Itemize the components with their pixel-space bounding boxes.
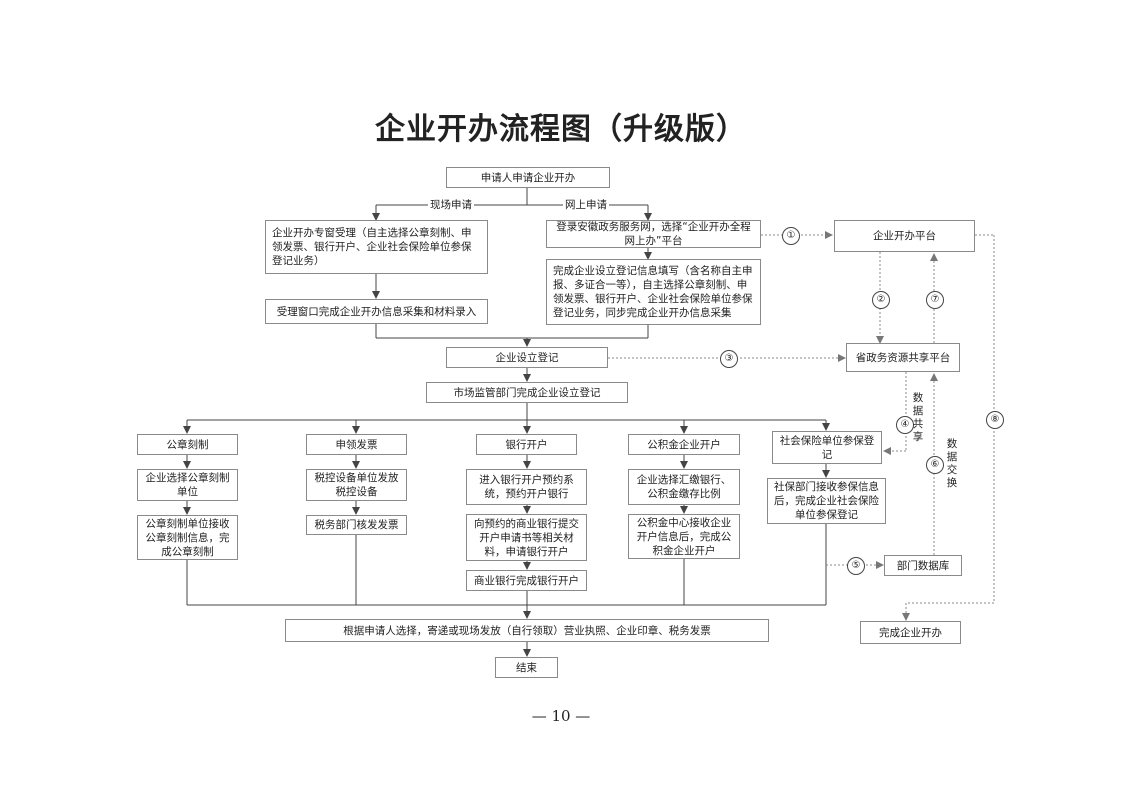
onsite-accept-node: 企业开办专窗受理（自主选择公章刻制、申领发票、银行开户、企业社会保险单位参保登记… xyxy=(265,220,488,274)
online-login-node: 登录安徽政务服务网，选择“企业开办全程网上办”平台 xyxy=(546,220,761,248)
onsite-apply-label: 现场申请 xyxy=(428,199,474,211)
bank-step3-node: 商业银行完成银行开户 xyxy=(466,570,587,591)
invoice-header-node: 申领发票 xyxy=(306,434,407,455)
step-circle-5: ⑤ xyxy=(847,557,865,575)
step-circle-4: ④ xyxy=(896,416,914,434)
register-node: 企业设立登记 xyxy=(446,347,608,368)
fund-step2-node: 公积金中心接收企业开户信息后，完成公积金企业开户 xyxy=(628,514,740,559)
step-circle-3: ③ xyxy=(720,350,738,368)
bank-step2-node: 向预约的商业银行提交开户申请书等相关材料，申请银行开户 xyxy=(466,514,587,561)
invoice-step1-node: 税控设备单位发放税控设备 xyxy=(306,469,407,501)
step-circle-8: ⑧ xyxy=(986,411,1004,429)
online-apply-label: 网上申请 xyxy=(563,199,609,211)
social-step1-node: 社保部门接收参保信息后，完成企业社会保险单位参保登记 xyxy=(767,478,886,524)
page-title: 企业开办流程图（升级版） xyxy=(375,112,747,147)
share-platform-node: 省政务资源共享平台 xyxy=(846,343,960,372)
seal-step2-node: 公章刻制单位接收公章刻制信息，完成公章刻制 xyxy=(137,515,238,560)
page-number: — 10 — xyxy=(531,707,591,725)
dept-db-node: 部门数据库 xyxy=(884,555,962,576)
invoice-step2-node: 税务部门核发发票 xyxy=(306,515,407,535)
step-circle-7: ⑦ xyxy=(926,291,944,309)
fund-header-node: 公积金企业开户 xyxy=(628,434,740,455)
data-exchange-label: 数据交换 xyxy=(946,438,958,489)
online-fill-node: 完成企业设立登记信息填写（含名称自主申报、多证合一等），自主选择公章刻制、申领发… xyxy=(546,259,761,325)
bank-step1-node: 进入银行开户预约系统，预约开户银行 xyxy=(466,469,587,505)
market-register-node: 市场监管部门完成企业设立登记 xyxy=(426,382,628,403)
step-circle-6: ⑥ xyxy=(926,456,944,474)
platform-node: 企业开办平台 xyxy=(834,220,975,252)
data-share-label: 数据共享 xyxy=(912,392,924,443)
step-circle-2: ② xyxy=(872,291,890,309)
fund-step1-node: 企业选择汇缴银行、公积金缴存比例 xyxy=(628,469,740,505)
start-node: 申请人申请企业开办 xyxy=(446,167,610,188)
seal-step1-node: 企业选择公章刻制单位 xyxy=(137,469,238,501)
deliver-node: 根据申请人选择，寄递或现场发放（自行领取）营业执照、企业印章、税务发票 xyxy=(285,619,769,642)
social-header-node: 社会保险单位参保登记 xyxy=(772,431,882,464)
bank-header-node: 银行开户 xyxy=(476,434,577,455)
seal-header-node: 公章刻制 xyxy=(137,434,238,455)
step-circle-1: ① xyxy=(782,227,800,245)
finish-open-node: 完成企业开办 xyxy=(860,621,961,644)
onsite-collect-node: 受理窗口完成企业开办信息采集和材料录入 xyxy=(265,299,488,324)
end-node: 结束 xyxy=(495,657,558,678)
